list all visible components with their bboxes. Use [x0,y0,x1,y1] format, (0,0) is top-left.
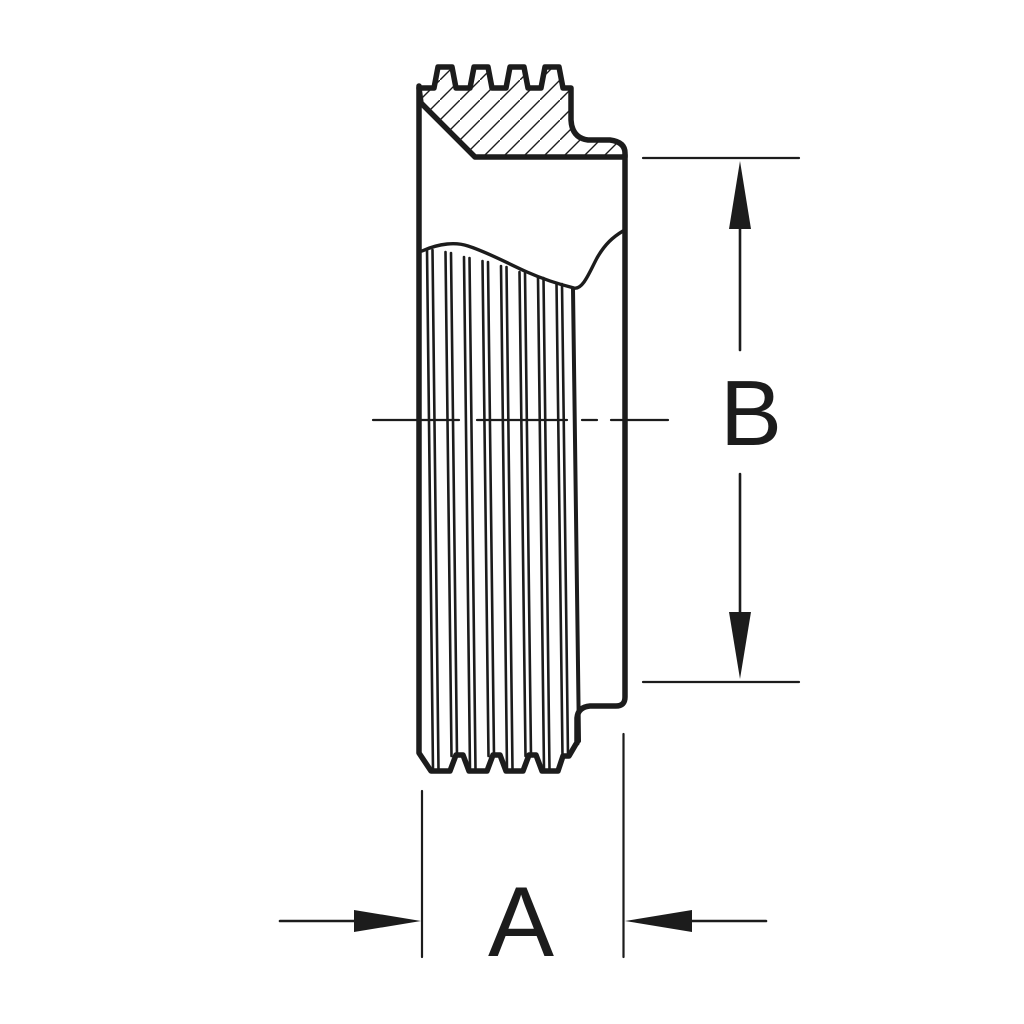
break-line [420,229,625,290]
right-wall-and-shoulder [574,152,628,746]
dimension-b: B [641,156,801,684]
dimension-b-label: B [720,361,782,465]
arrow-right-icon [354,910,421,932]
section-cut-region [416,64,628,160]
dimension-a: A [278,732,768,977]
arrow-left-icon [625,910,692,932]
thread-runout-boundary [571,287,581,743]
left-wall-and-thread-end-profile [416,83,579,774]
section-outline [416,64,628,160]
thread-crest-lines [425,247,581,772]
dimension-a-label: A [488,866,554,977]
section-hatch-fill [419,67,625,157]
arrow-down-icon [729,612,751,679]
arrow-up-icon [729,161,751,229]
